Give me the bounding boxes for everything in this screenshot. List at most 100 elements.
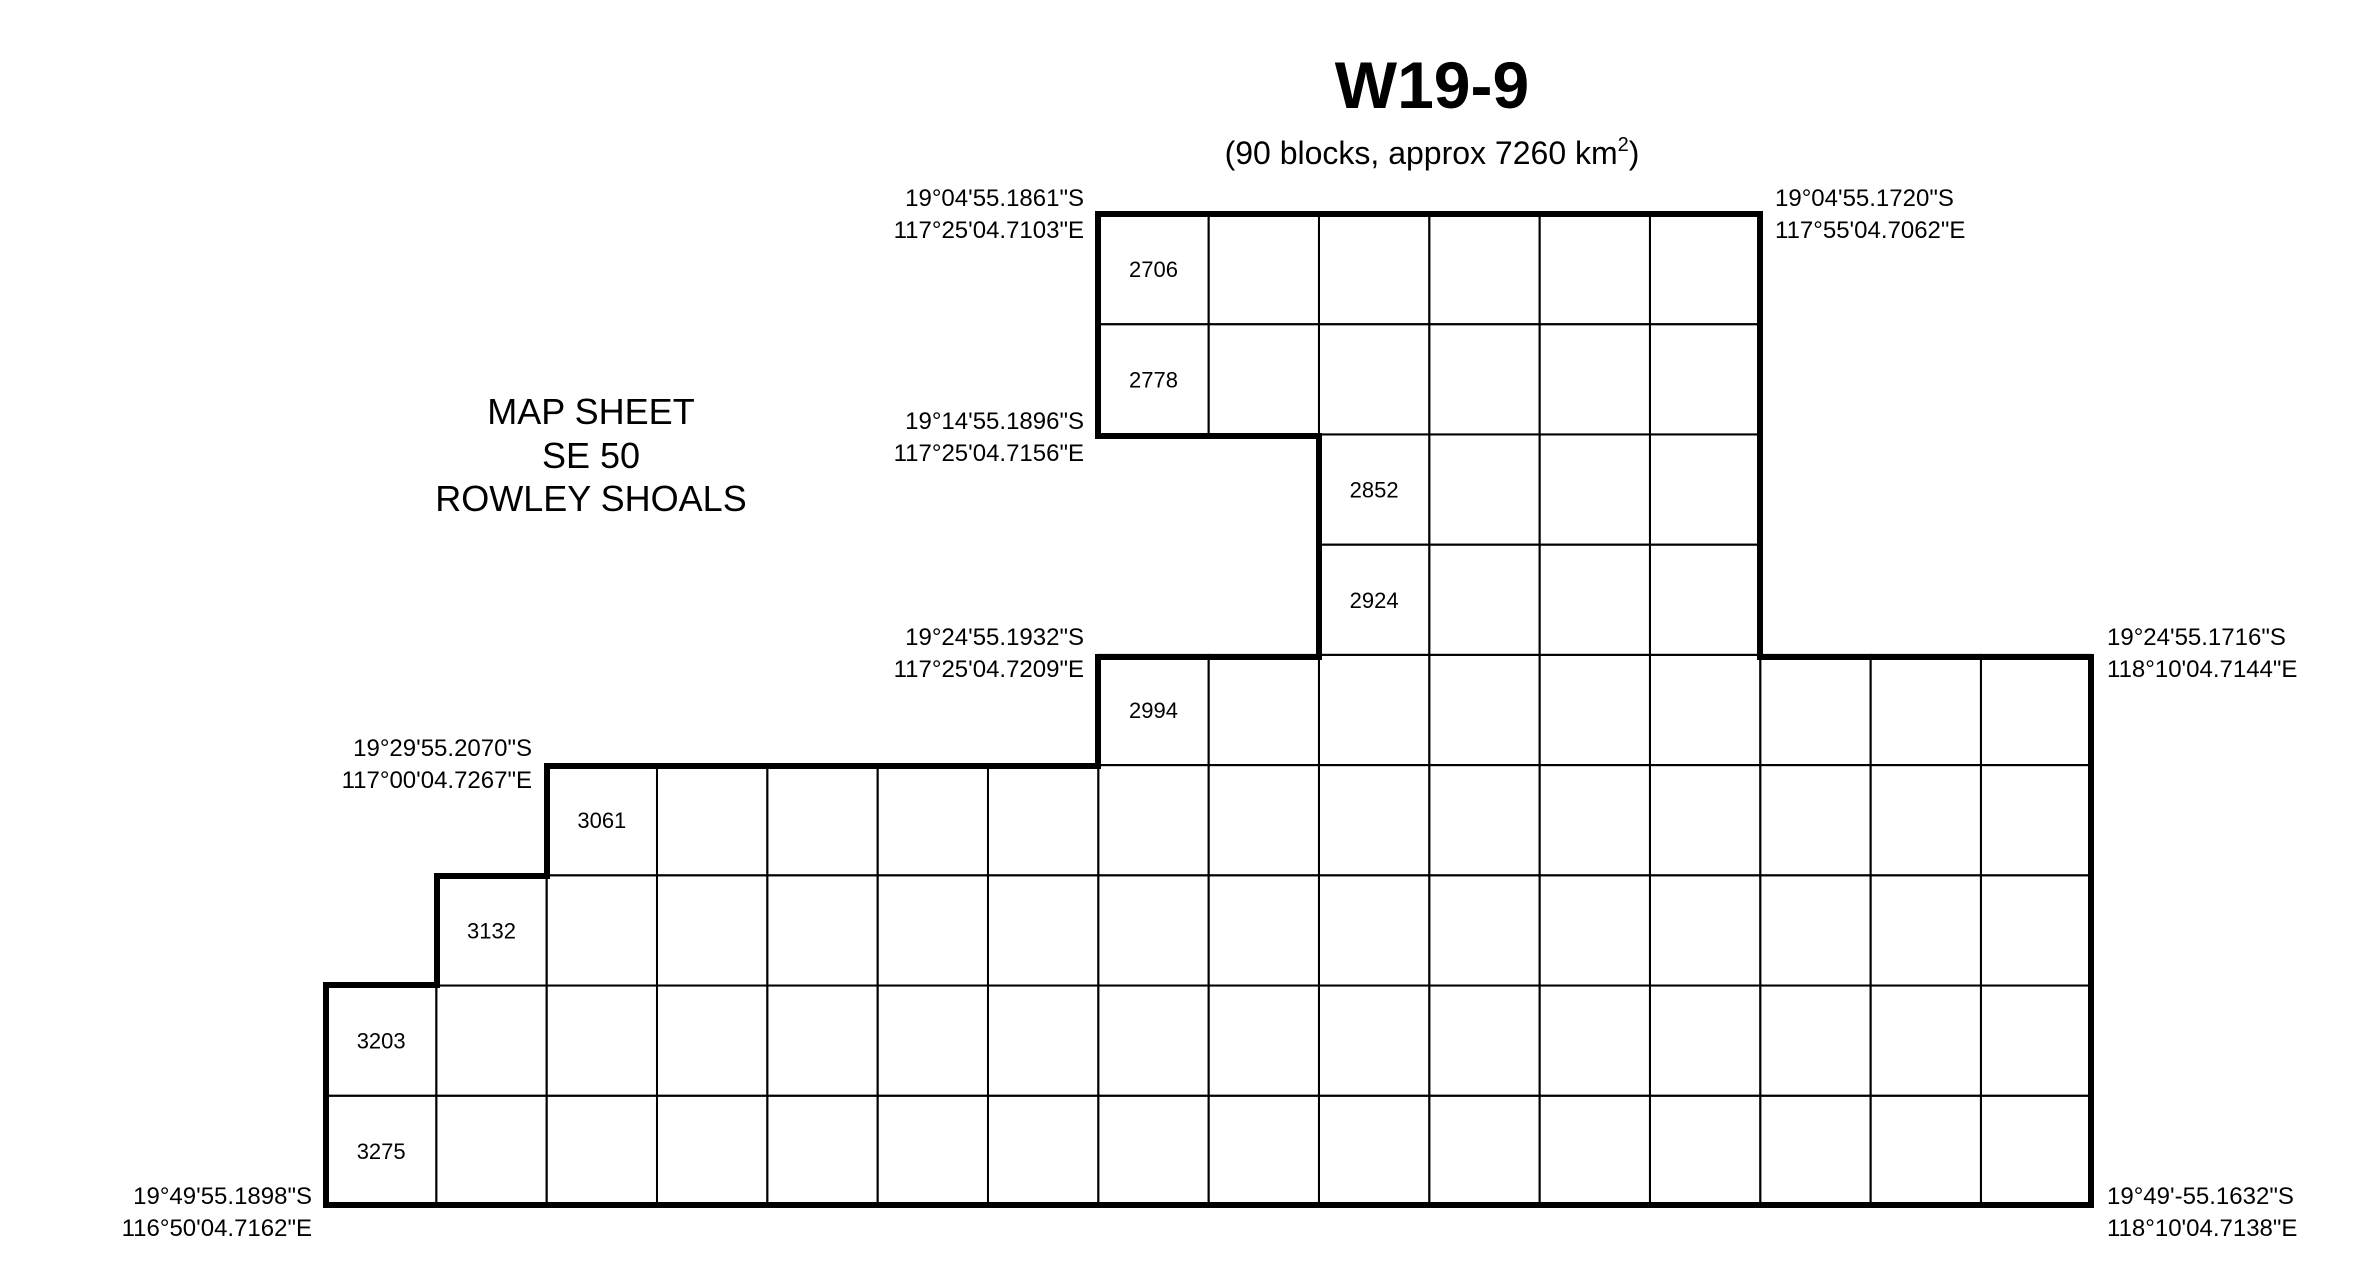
- subtitle-suffix: ): [1629, 135, 1640, 171]
- grid-block: [1428, 543, 1541, 656]
- corner-label-step-1: 19°14'55.1896"S 117°25'04.7156"E: [894, 408, 1084, 467]
- grid-block: [1648, 764, 1762, 877]
- corner-lon: 118°10'04.7144"E: [2107, 656, 2297, 683]
- grid-block: [1979, 1094, 2093, 1207]
- grid-block: [545, 874, 658, 987]
- grid-block: [1428, 764, 1541, 877]
- grid-block: [876, 874, 989, 987]
- corner-lon: 117°25'04.7209"E: [894, 656, 1084, 683]
- subtitle-text: (90 blocks, approx 7260 km: [1225, 135, 1618, 171]
- grid-block: [1538, 653, 1651, 767]
- map-sheet-line-3: ROWLEY SHOALS: [435, 478, 746, 519]
- grid-block: [1428, 984, 1541, 1097]
- grid-block: [1317, 1094, 1431, 1207]
- grid-block: [986, 1094, 1100, 1207]
- grid-block: [1538, 433, 1651, 546]
- corner-lon: 117°25'04.7103"E: [894, 217, 1084, 244]
- corner-label-step-2: 19°24'55.1932"S 117°25'04.7209"E: [894, 624, 1084, 683]
- grid-block: [1097, 984, 1210, 1097]
- grid-block: [1207, 653, 1320, 767]
- corner-label-sw-bottom: 19°49'55.1898"S 116°50'04.7162"E: [122, 1183, 312, 1242]
- corner-label-nw-top: 19°04'55.1861"S 117°25'04.7103"E: [894, 185, 1084, 244]
- grid-block: [1538, 874, 1651, 987]
- grid-block: [1869, 1094, 1982, 1207]
- grid-block: [1207, 984, 1320, 1097]
- grid-block: [1428, 433, 1541, 546]
- grid-block: [1428, 323, 1541, 436]
- grid-block: [876, 1094, 989, 1207]
- grid-block: [435, 984, 548, 1097]
- grid-block: [1317, 984, 1431, 1097]
- grid-block: [1538, 213, 1651, 326]
- grid-block: [1648, 543, 1762, 656]
- grid-block: [655, 874, 769, 987]
- permit-boundary: [323, 211, 2094, 1208]
- block-number-label: 2924: [1350, 588, 1399, 613]
- block-grid: [325, 213, 2093, 1207]
- grid-block: [1648, 1094, 1762, 1207]
- block-number-label: 3132: [467, 918, 516, 943]
- grid-block: [655, 764, 769, 877]
- grid-block: [1317, 874, 1431, 987]
- grid-block: [1207, 764, 1320, 877]
- grid-block: [1648, 433, 1762, 546]
- grid-block: [1428, 653, 1541, 767]
- grid-block: [876, 984, 989, 1097]
- grid-block: [1428, 213, 1541, 326]
- grid-block: [1097, 764, 1210, 877]
- corner-label-ne-top: 19°04'55.1720"S 117°55'04.7062"E: [1775, 185, 1965, 244]
- grid-block: [1759, 764, 1872, 877]
- block-number-label: 3275: [357, 1139, 406, 1164]
- corner-lon: 118°10'04.7138"E: [2107, 1215, 2297, 1242]
- grid-block: [1648, 213, 1762, 326]
- grid-block: [1317, 213, 1431, 326]
- grid-block: [1538, 984, 1651, 1097]
- grid-block: [1869, 764, 1982, 877]
- corner-label-step-3: 19°29'55.2070"S 117°00'04.7267"E: [342, 735, 532, 794]
- grid-block: [1648, 984, 1762, 1097]
- grid-block: [1538, 1094, 1651, 1207]
- corner-lat: 19°14'55.1896"S: [905, 408, 1084, 435]
- map-sheet-line-2: SE 50: [542, 435, 640, 476]
- block-number-label: 3061: [577, 808, 626, 833]
- grid-block: [1097, 1094, 1210, 1207]
- corner-lon: 117°00'04.7267"E: [342, 767, 532, 794]
- grid-block: [1979, 984, 2093, 1097]
- grid-block: [766, 874, 879, 987]
- grid-block: [1759, 653, 1872, 767]
- grid-block: [655, 1094, 769, 1207]
- grid-block: [545, 984, 658, 1097]
- block-number-label: 2852: [1350, 478, 1399, 503]
- grid-block: [1538, 764, 1651, 877]
- grid-block: [435, 1094, 548, 1207]
- map-title: W19-9: [1335, 48, 1529, 122]
- grid-block: [1759, 874, 1872, 987]
- grid-block: [1428, 1094, 1541, 1207]
- corner-lat: 19°24'55.1932"S: [905, 624, 1084, 651]
- subtitle-superscript: 2: [1618, 134, 1629, 156]
- grid-block: [655, 984, 769, 1097]
- grid-block: [766, 984, 879, 1097]
- grid-block: [1869, 874, 1982, 987]
- grid-block: [1428, 874, 1541, 987]
- grid-block: [1207, 1094, 1320, 1207]
- grid-block: [1979, 764, 2093, 877]
- grid-block: [1538, 543, 1651, 656]
- corner-lat: 19°29'55.2070"S: [353, 735, 532, 762]
- grid-block: [1979, 653, 2093, 767]
- grid-block: [986, 874, 1100, 987]
- corner-lon: 116°50'04.7162"E: [122, 1215, 312, 1242]
- corner-lat: 19°04'55.1861"S: [905, 185, 1084, 212]
- grid-block: [1759, 984, 1872, 1097]
- block-number-label: 2994: [1129, 698, 1178, 723]
- corner-label-east-mid: 19°24'55.1716"S 118°10'04.7144"E: [2107, 624, 2297, 683]
- grid-block: [1869, 984, 1982, 1097]
- corner-lon: 117°55'04.7062"E: [1775, 217, 1965, 244]
- grid-block: [1648, 653, 1762, 767]
- corner-lat: 19°49'-55.1632"S: [2107, 1183, 2294, 1210]
- grid-block: [1317, 764, 1431, 877]
- corner-lat: 19°24'55.1716"S: [2107, 624, 2286, 651]
- grid-block: [1317, 653, 1431, 767]
- grid-block: [1207, 213, 1320, 326]
